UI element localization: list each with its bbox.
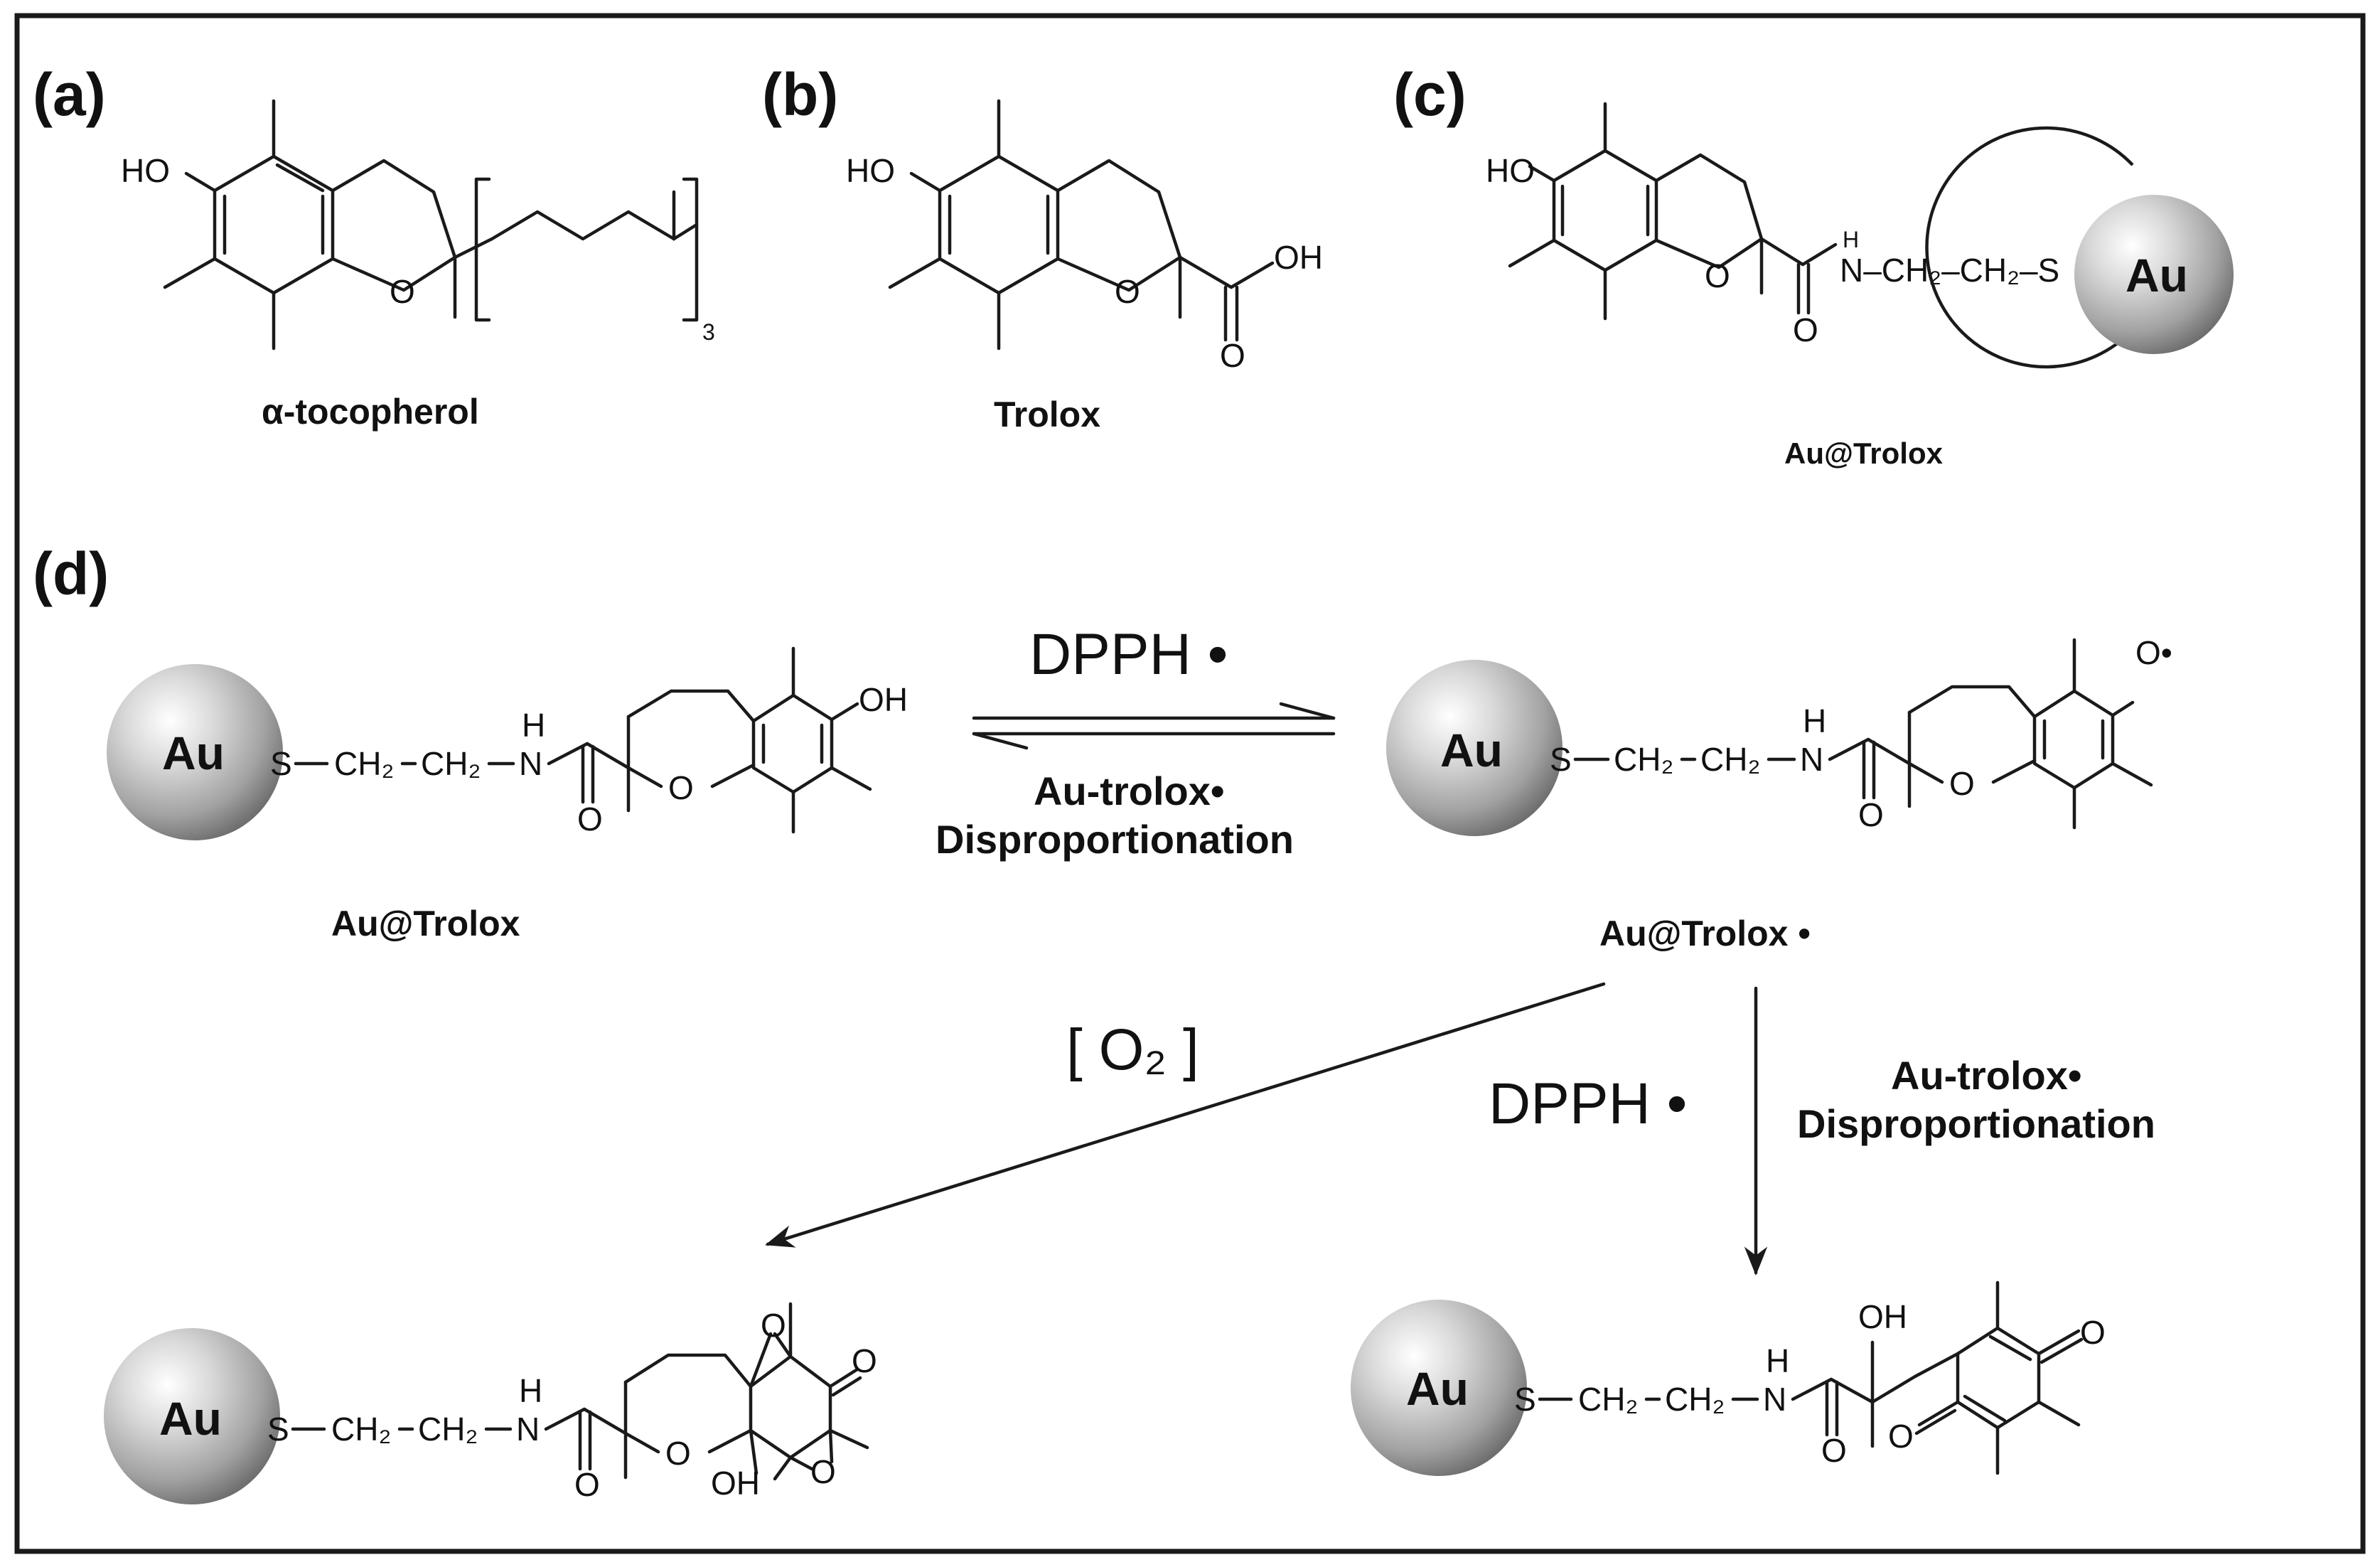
- tocopherol-hydroxyl: HO: [121, 152, 170, 189]
- au-label-quinone: Au: [1406, 1362, 1469, 1415]
- au-label-epoxide: Au: [159, 1392, 222, 1445]
- radical-oxygen: O•: [2135, 634, 2172, 671]
- radical-ch2-a: CH₂: [1614, 741, 1673, 778]
- reactant-ch2-b: CH₂: [421, 745, 481, 782]
- figure-frame: [14, 13, 2366, 1554]
- au-label-radical: Au: [1440, 724, 1503, 776]
- equilibrium-arrows: [972, 702, 1336, 750]
- epoxide-oxygen-top: O: [761, 1307, 786, 1344]
- trolox-hydroxyl: HO: [846, 152, 895, 189]
- reactant-amide-h: H: [522, 707, 545, 744]
- reactant-amide-oxygen: O: [577, 801, 603, 838]
- epoxide-hydroxyl: OH: [711, 1465, 760, 1502]
- gold-nanoparticle-quinone: [1351, 1300, 1527, 1476]
- gold-nanoparticle-epoxide: [104, 1328, 280, 1504]
- oxygen-pathway-label: [ O₂ ]: [1066, 1017, 1199, 1082]
- radical-sulfur: S: [1550, 741, 1572, 778]
- epoxide-ch2-a: CH₂: [331, 1411, 391, 1448]
- epoxide-amide-h: H: [519, 1372, 542, 1409]
- epoxide-ketone-oxygen: O: [852, 1342, 877, 1379]
- au-label-reactant: Au: [162, 727, 225, 779]
- quinone-ch2-b: CH₂: [1665, 1381, 1725, 1418]
- epoxide-amide-oxygen: O: [574, 1466, 600, 1503]
- au-trolox-hydroxyl: HO: [1486, 152, 1535, 189]
- panel-d-label: (d): [33, 540, 109, 607]
- quinone-amide-oxygen: O: [1821, 1432, 1847, 1469]
- tocopherol-structure: [163, 99, 699, 351]
- epoxide-sulfur: S: [267, 1411, 289, 1448]
- trolox-acid-carbonyl: O: [1220, 337, 1245, 374]
- gold-nanoparticle-reactant: [107, 664, 283, 840]
- quinone-oxygen-top: O: [2080, 1314, 2106, 1351]
- au-trolox-amide-oxygen: O: [1793, 311, 1818, 348]
- reactant-nitrogen: N: [519, 745, 542, 782]
- down-left-label: DPPH •: [1489, 1071, 1687, 1136]
- trolox-ring-oxygen: O: [1115, 273, 1140, 310]
- radical-ch2-b: CH₂: [1700, 741, 1760, 778]
- radical-au-trolox: Au S CH₂ CH₂ N H O O O• Au@: [1386, 634, 2172, 953]
- au-trolox-structure: [1508, 102, 1838, 321]
- quinone-amide-h: H: [1766, 1342, 1789, 1379]
- reactant-sulfur: S: [270, 745, 292, 782]
- quinone-nitrogen: N: [1763, 1381, 1786, 1418]
- quinone-sulfur: S: [1514, 1381, 1536, 1418]
- equilibrium-bottom-label-1: Au-trolox•: [1034, 769, 1224, 813]
- rotation-arrow-icon: [1925, 126, 2135, 369]
- trolox-caption: Trolox: [994, 395, 1100, 434]
- quinone-product: Au S CH₂ CH₂ N H O OH: [1351, 1280, 2106, 1476]
- quinone-hydroxyl: OH: [1858, 1298, 1907, 1335]
- quinone-oxygen-bottom: O: [1888, 1418, 1914, 1455]
- radical-caption: Au@Trolox •: [1599, 914, 1811, 953]
- epoxide-nitrogen: N: [516, 1411, 540, 1448]
- trolox-acid-hydroxyl: OH: [1274, 239, 1323, 276]
- radical-amide-h: H: [1803, 702, 1826, 739]
- quinone-ch2-a: CH₂: [1578, 1381, 1638, 1418]
- tocopherol-caption: α-tocopherol: [262, 392, 479, 432]
- radical-amide-oxygen: O: [1858, 796, 1884, 833]
- epoxide-ring-structure: [544, 1302, 869, 1481]
- panel-b-label: (b): [762, 61, 838, 128]
- quinone-ring-structure: [1791, 1280, 2084, 1475]
- panel-b: (b) HO O OH O Trolox: [762, 61, 1323, 434]
- epoxide-oxygen-bottom: O: [810, 1453, 836, 1490]
- epoxide-ring-oxygen: O: [665, 1435, 691, 1472]
- tocopherol-repeat-count: 3: [702, 319, 715, 345]
- reactant-ring-structure: [547, 646, 872, 834]
- down-right-label-1: Au-trolox•: [1891, 1053, 2081, 1098]
- equilibrium-top-label: DPPH •: [1029, 622, 1228, 687]
- panel-a-label: (a): [33, 61, 106, 128]
- reactant-caption: Au@Trolox: [331, 904, 520, 943]
- down-right-label-2: Disproportionation: [1797, 1101, 2155, 1146]
- au-trolox-ring-oxygen: O: [1705, 257, 1730, 294]
- oxygen-pathway-arrow: [765, 982, 1606, 1248]
- reactant-ring-oxygen: O: [668, 769, 694, 806]
- au-trolox-caption-c: Au@Trolox: [1784, 437, 1944, 470]
- panel-a: (a) HO O 3 α-: [33, 61, 715, 432]
- tocopherol-ring-oxygen: O: [390, 273, 415, 310]
- trolox-structure: [888, 99, 1275, 351]
- reactant-ch2-a: CH₂: [334, 745, 394, 782]
- au-trolox-linker: N–CH₂–CH₂–S: [1840, 252, 2059, 289]
- radical-nitrogen: N: [1800, 741, 1823, 778]
- radical-ring-structure: [1828, 638, 2153, 830]
- radical-ring-oxygen: O: [1949, 765, 1975, 802]
- epoxide-ch2-b: CH₂: [418, 1411, 478, 1448]
- equilibrium-bottom-label-2: Disproportionation: [936, 817, 1294, 862]
- reactant-au-trolox: Au S CH₂ CH₂ N H O O OH Au@: [107, 646, 908, 943]
- au-trolox-amide-h: H: [1843, 227, 1859, 252]
- panel-c: (c) HO O O H N–CH₂–CH₂–S Au Au@Trolox: [1393, 61, 2234, 470]
- gold-nanoparticle-radical: [1386, 660, 1562, 836]
- gold-nanoparticle-c: [2074, 195, 2234, 354]
- au-label-c: Au: [2126, 249, 2188, 301]
- epoxide-product: Au S CH₂ CH₂ N H: [104, 1302, 877, 1504]
- reactant-hydroxyl: OH: [859, 681, 908, 718]
- panel-c-label: (c): [1393, 61, 1467, 128]
